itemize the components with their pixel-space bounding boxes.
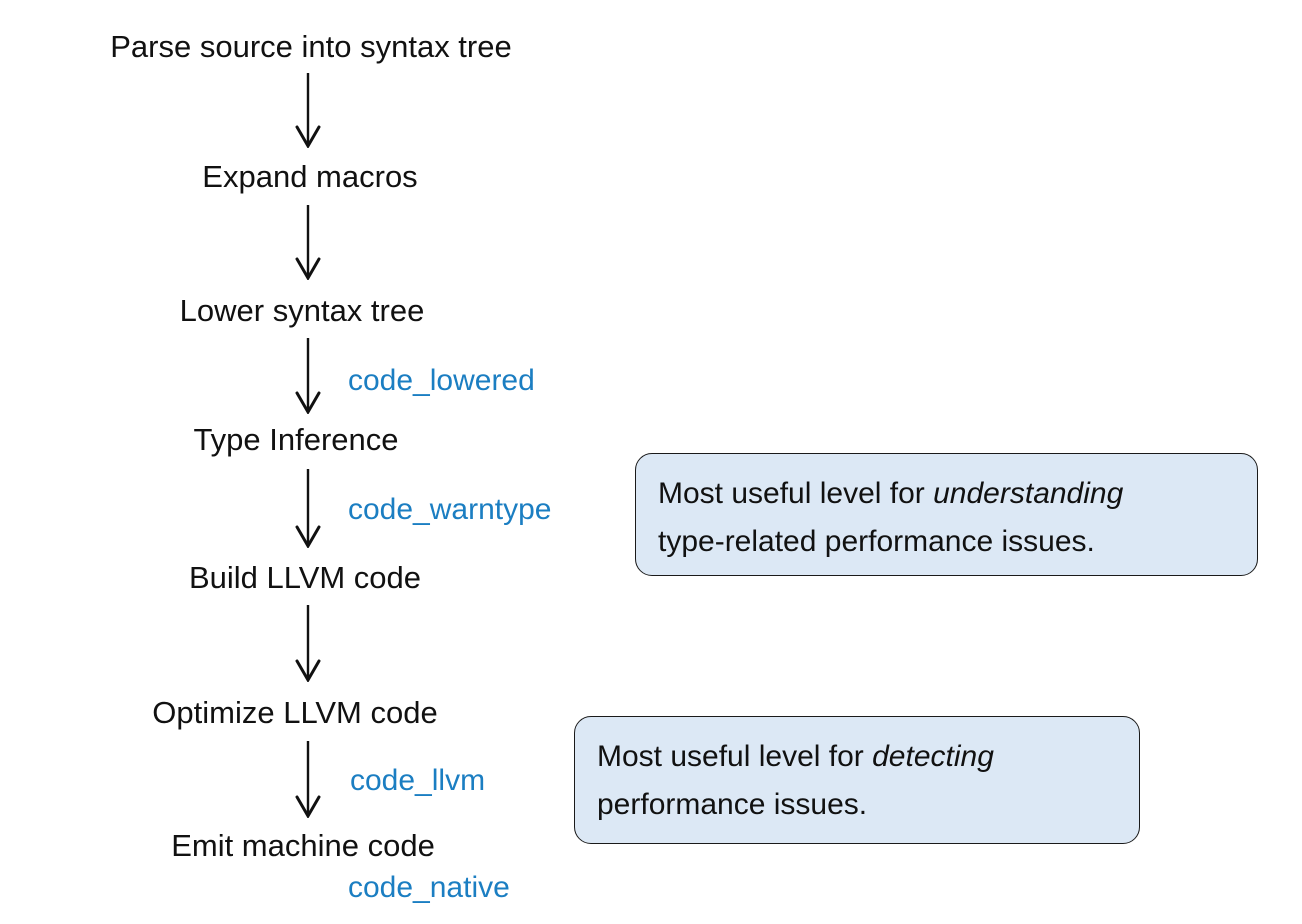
flow-arrow-5: [286, 604, 330, 682]
arrow-down-icon: [295, 741, 321, 818]
step-optimize-llvm-code: Optimize LLVM code: [152, 695, 438, 730]
callout-line-1: Most useful level for detecting: [597, 733, 1117, 781]
callout-text-prefix: Most useful level for: [658, 477, 934, 510]
label-code-lowered: code_lowered: [348, 364, 535, 397]
flow-arrow-3: [286, 337, 330, 414]
flow-arrow-1: [286, 72, 330, 148]
callout-line-2: type-related performance issues.: [658, 525, 1095, 558]
callout-text-prefix: Most useful level for: [597, 740, 873, 773]
arrow-down-icon: [295, 605, 321, 682]
step-build-llvm-code: Build LLVM code: [188, 560, 422, 595]
arrow-down-icon: [295, 338, 321, 414]
step-type-inference: Type Inference: [193, 422, 399, 457]
step-expand-macros: Expand macros: [202, 159, 418, 194]
arrow-down-icon: [295, 73, 321, 148]
flow-arrow-2: [286, 204, 330, 280]
step-parse-source: Parse source into syntax tree: [110, 29, 512, 64]
callout-line-1: Most useful level for understanding: [658, 470, 1235, 518]
label-code-native: code_native: [348, 871, 510, 904]
callout-text-emphasis: detecting: [872, 740, 994, 773]
flow-arrow-4: [286, 468, 330, 548]
callout-understanding: Most useful level for understanding type…: [635, 453, 1258, 576]
label-code-llvm: code_llvm: [350, 764, 486, 797]
flow-arrow-6: [286, 740, 330, 818]
arrow-down-icon: [295, 469, 321, 548]
arrow-down-icon: [295, 205, 321, 280]
step-emit-machine-code: Emit machine code: [171, 828, 435, 863]
callout-line-2: performance issues.: [597, 788, 868, 821]
step-lower-syntax-tree: Lower syntax tree: [179, 293, 425, 328]
callout-detecting: Most useful level for detecting performa…: [574, 716, 1140, 844]
callout-text-emphasis: understanding: [933, 477, 1124, 510]
label-code-warntype: code_warntype: [348, 493, 552, 526]
